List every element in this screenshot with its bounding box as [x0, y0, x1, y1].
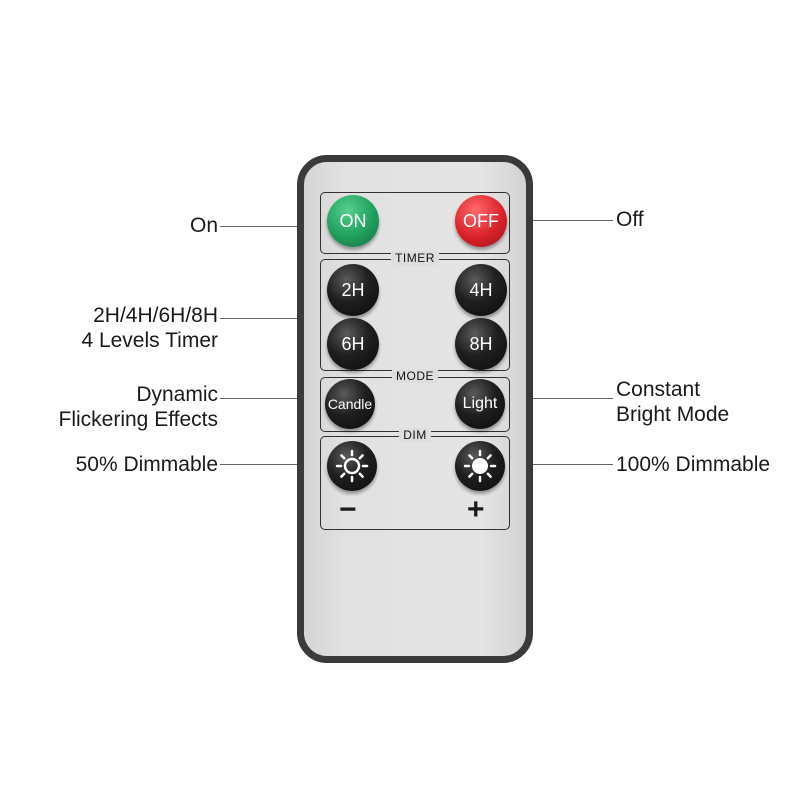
callout-off: Off — [616, 207, 644, 232]
dim-section-title: DIM — [321, 428, 509, 442]
timer-section-label: TIMER — [391, 251, 439, 265]
power-panel: ON OFF — [320, 192, 510, 254]
dim-minus-sign: − — [339, 493, 357, 526]
timer-4h-label: 4H — [469, 279, 493, 300]
on-button[interactable]: ON — [327, 195, 379, 247]
timer-panel: TIMER 2H 4H 6H 8H — [320, 251, 510, 371]
timer-6h-label: 6H — [341, 333, 365, 354]
callout-timer: 2H/4H/6H/8H 4 Levels Timer — [81, 303, 218, 353]
callout-candle-line1: Dynamic — [136, 383, 218, 406]
dim-plus-sign: + — [467, 493, 485, 526]
callout-dim50-label: 50% Dimmable — [75, 453, 218, 476]
timer-section-title: TIMER — [321, 251, 509, 265]
on-button-label: ON — [339, 210, 367, 231]
callout-off-label: Off — [616, 208, 644, 231]
callout-dim100: 100% Dimmable — [616, 452, 770, 477]
dim-panel: DIM — [320, 428, 510, 530]
dim-low-button[interactable] — [327, 441, 377, 491]
dim-high-button[interactable] — [455, 441, 505, 491]
callout-timer-line2: 4 Levels Timer — [81, 329, 218, 352]
callout-light-line1: Constant — [616, 378, 701, 401]
candle-mode-button[interactable]: Candle — [325, 379, 375, 429]
timer-6h-button[interactable]: 6H — [327, 318, 379, 370]
light-mode-button[interactable]: Light — [455, 379, 505, 429]
callout-dim50: 50% Dimmable — [76, 452, 218, 477]
leader-line-dim50 — [220, 464, 298, 465]
dim-section-label: DIM — [399, 428, 431, 442]
callout-light-line2: Bright Mode — [616, 403, 730, 426]
leader-line-dim100 — [533, 464, 613, 465]
sun-filled-icon — [463, 449, 497, 483]
callout-on: On — [190, 213, 218, 238]
callout-light: Constant Bright Mode — [616, 377, 729, 427]
leader-line-light — [533, 398, 613, 399]
light-mode-label: Light — [462, 395, 498, 412]
callout-dim100-label: 100% Dimmable — [616, 453, 771, 476]
mode-panel: MODE Candle Light — [320, 369, 510, 432]
sun-outline-icon — [335, 449, 369, 483]
candle-mode-label: Candle — [327, 396, 373, 412]
mode-section-label: MODE — [392, 369, 438, 383]
remote-control: ON OFF TIMER 2H 4H 6H 8H MODE Candle — [297, 155, 533, 663]
timer-4h-button[interactable]: 4H — [455, 264, 507, 316]
leader-line-timer — [220, 318, 298, 319]
callout-candle: Dynamic Flickering Effects — [59, 382, 219, 432]
timer-2h-label: 2H — [341, 279, 365, 300]
off-button[interactable]: OFF — [455, 195, 507, 247]
timer-8h-label: 8H — [469, 333, 493, 354]
leader-line-on — [220, 226, 298, 227]
callout-on-label: On — [189, 214, 218, 237]
leader-line-off — [533, 220, 613, 221]
timer-2h-button[interactable]: 2H — [327, 264, 379, 316]
off-button-label: OFF — [463, 210, 499, 231]
callout-timer-line1: 2H/4H/6H/8H — [93, 304, 218, 327]
timer-8h-button[interactable]: 8H — [455, 318, 507, 370]
mode-section-title: MODE — [321, 369, 509, 383]
callout-candle-line2: Flickering Effects — [58, 408, 219, 431]
leader-line-candle — [220, 398, 298, 399]
